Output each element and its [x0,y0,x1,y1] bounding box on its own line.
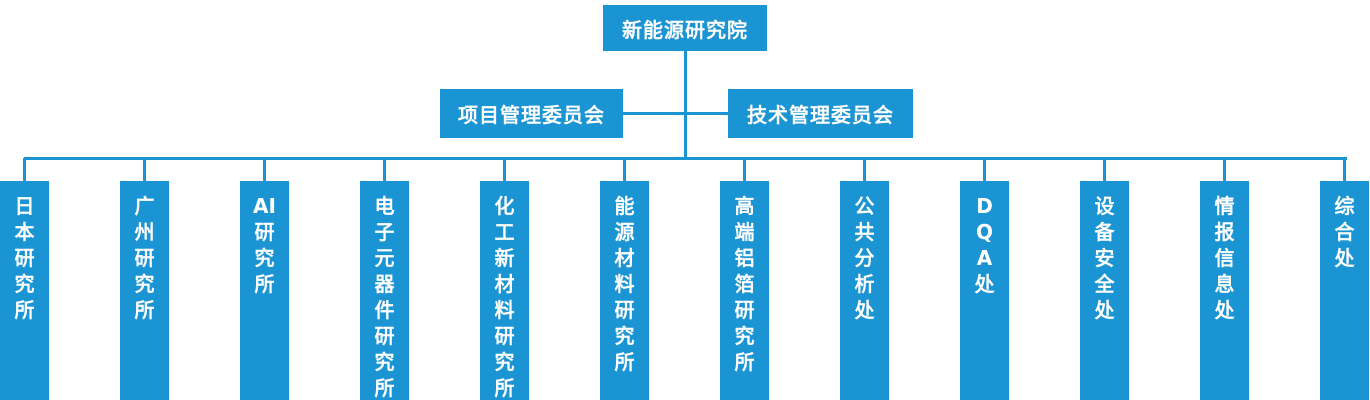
org-node-dept-electronic-components: 电 子 元 器 件 研 究 所 [360,181,409,400]
connector-root-vertical [684,51,687,160]
connector-drop-7 [743,158,746,182]
org-node-dept-japan-institute: 日 本 研 究 所 [0,181,49,400]
org-node-committee-technology: 技术管理委员会 [728,89,913,138]
org-node-dept-dqa: D Q A 处 [960,181,1009,400]
connector-drop-12 [1343,158,1346,182]
connector-drop-6 [623,158,626,182]
connector-drop-5 [503,158,506,182]
connector-drop-1 [23,158,26,182]
connector-drop-10 [1103,158,1106,182]
org-node-dept-general-affairs: 综 合 处 [1320,181,1369,400]
org-node-root: 新能源研究院 [603,5,767,51]
connector-committee-right [685,112,728,115]
org-node-dept-highend-aluminum-foil: 高 端 铝 箔 研 究 所 [720,181,769,400]
connector-drop-3 [263,158,266,182]
org-node-dept-guangzhou-institute: 广 州 研 究 所 [120,181,169,400]
connector-drop-11 [1223,158,1226,182]
org-node-dept-ai-institute: AI 研 究 所 [240,181,289,400]
connector-drop-4 [383,158,386,182]
connector-drop-2 [143,158,146,182]
org-node-dept-energy-materials: 能 源 材 料 研 究 所 [600,181,649,400]
org-node-dept-public-analysis: 公 共 分 析 处 [840,181,889,400]
connector-committee-left [623,112,686,115]
connector-distributor [24,157,1347,160]
org-node-committee-project: 项目管理委员会 [440,89,623,138]
org-node-dept-intelligence-info: 情 报 信 息 处 [1200,181,1249,400]
connector-drop-8 [863,158,866,182]
connector-drop-9 [983,158,986,182]
org-node-dept-chemical-new-materials: 化 工 新 材 料 研 究 所 [480,181,529,400]
org-node-dept-equipment-safety: 设 备 安 全 处 [1080,181,1129,400]
